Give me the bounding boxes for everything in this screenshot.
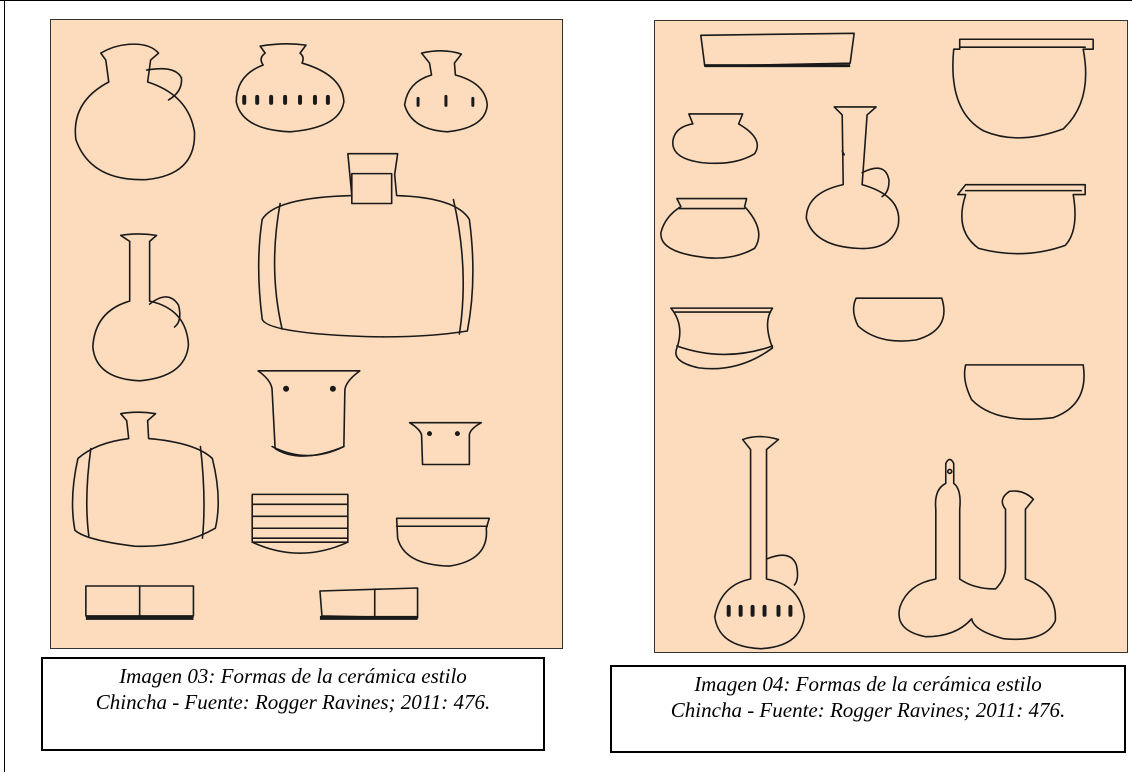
figure-caption-imagen-03: Imagen 03: Formas de la cerámica estilo …	[41, 657, 545, 751]
vessel-square-bottle	[71, 411, 220, 548]
vessel-double-spout-bottle	[898, 458, 1057, 641]
vessel-shallow-bowl	[395, 517, 491, 567]
vessel-flat-base-right	[319, 587, 419, 620]
ceramic-plate-imagen-03	[50, 19, 563, 649]
vessel-tall-neck-bottle	[92, 233, 190, 382]
vessel-small-round-bowl	[852, 297, 945, 342]
vessel-banded-cylinder	[251, 493, 349, 554]
vessel-large-square-bottle	[257, 152, 474, 338]
vessel-round-pot-dots	[235, 43, 345, 133]
page-top-border	[0, 0, 1132, 1]
caption-04-line-1: Imagen 04: Formas de la cerámica estilo	[694, 672, 1042, 696]
vessel-squat-pot-middle	[660, 197, 760, 259]
vessel-flat-tray	[700, 32, 855, 68]
caption-03-line-2: Chincha - Fuente: Rogger Ravines; 2011: …	[95, 690, 491, 714]
vessel-small-flask-dots	[403, 50, 489, 133]
vessel-small-flared-cup	[408, 421, 483, 466]
ceramic-forms-drawing-04	[660, 32, 1094, 650]
ceramic-forms-drawing-03	[71, 43, 491, 620]
ceramic-plate-imagen-04	[654, 20, 1128, 653]
caption-04-line-2: Chincha - Fuente: Rogger Ravines; 2011: …	[670, 698, 1066, 722]
vessel-tall-neck-jug	[805, 106, 900, 250]
vessel-bowl-right-lower	[963, 364, 1085, 420]
page-left-border	[4, 0, 5, 772]
vessel-flared-bowl	[670, 307, 774, 370]
vessel-long-neck-bottle-dots	[713, 435, 806, 650]
vessel-flared-cup	[257, 370, 361, 457]
figure-caption-imagen-04: Imagen 04: Formas de la cerámica estilo …	[610, 665, 1126, 753]
vessel-flat-base-left	[85, 585, 195, 620]
vessel-pot-right-middle	[956, 183, 1086, 255]
vessel-large-globular-pot	[952, 38, 1094, 139]
vessel-jug-handle	[74, 43, 196, 181]
vessel-small-squat-pot	[672, 113, 759, 165]
caption-03-line-1: Imagen 03: Formas de la cerámica estilo	[119, 664, 467, 688]
